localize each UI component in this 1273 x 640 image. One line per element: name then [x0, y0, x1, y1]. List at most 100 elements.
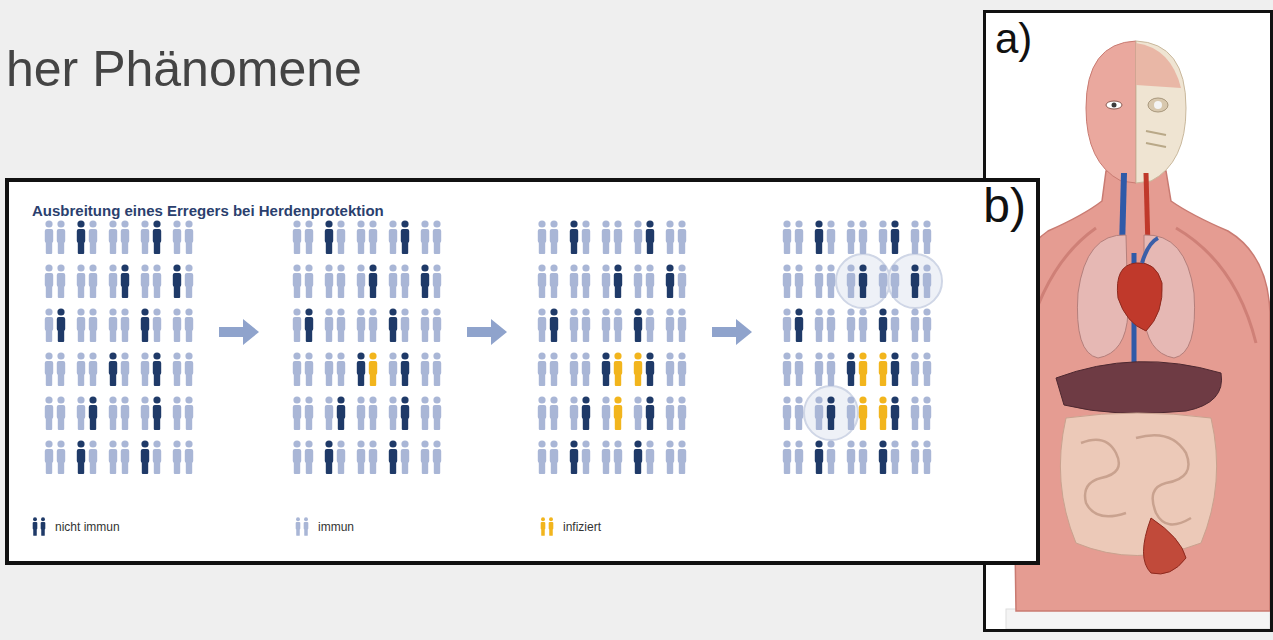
person-body: [859, 229, 867, 243]
people-group: [45, 220, 193, 474]
person-body: [815, 273, 823, 287]
person-head: [859, 220, 866, 227]
person-legs: [41, 529, 45, 536]
person-legs: [390, 462, 396, 474]
person-head: [614, 264, 621, 271]
person-body: [369, 229, 377, 243]
person-head: [45, 440, 52, 447]
person-head: [77, 220, 84, 227]
person-legs: [174, 418, 180, 430]
person-legs: [615, 462, 621, 474]
person-legs: [539, 242, 545, 254]
person-head: [646, 440, 653, 447]
person-legs: [583, 242, 589, 254]
person-legs: [912, 418, 918, 430]
person-head: [859, 264, 866, 271]
person-body: [911, 317, 919, 331]
person-legs: [434, 330, 440, 342]
person-head: [401, 308, 408, 315]
person-body: [369, 317, 377, 331]
person-legs: [58, 286, 64, 298]
protection-circle: [888, 254, 942, 308]
person-body: [891, 449, 899, 463]
person-body: [121, 273, 129, 287]
step-arrow: [712, 319, 752, 345]
person-legs: [892, 286, 898, 298]
person-head: [389, 352, 396, 359]
person-legs: [615, 286, 621, 298]
person-head: [827, 352, 834, 359]
person-legs: [784, 462, 790, 474]
person-legs: [33, 529, 37, 536]
person-legs: [122, 462, 128, 474]
person-body: [678, 449, 686, 463]
person-head: [582, 440, 589, 447]
person-head: [666, 220, 673, 227]
person-legs: [78, 242, 84, 254]
person-head: [815, 440, 822, 447]
person-legs: [142, 286, 148, 298]
person-body: [859, 361, 867, 375]
person-legs: [370, 374, 376, 386]
person-body: [433, 405, 441, 419]
person-legs: [539, 418, 545, 430]
person-legs: [294, 286, 300, 298]
person-body: [582, 361, 590, 375]
person-body: [570, 273, 578, 287]
person-body: [89, 405, 97, 419]
person-body: [89, 229, 97, 243]
person-legs: [796, 286, 802, 298]
person-legs: [358, 418, 364, 430]
person-head: [879, 264, 886, 271]
person-legs: [635, 242, 641, 254]
person-legs: [154, 286, 160, 298]
person-legs: [647, 462, 653, 474]
person-body: [89, 449, 97, 463]
person-head: [401, 352, 408, 359]
person-legs: [122, 242, 128, 254]
person-legs: [880, 462, 886, 474]
person-legs: [434, 242, 440, 254]
person-body: [389, 229, 397, 243]
person-body: [550, 229, 558, 243]
panel-label: a): [995, 15, 1032, 63]
person-legs: [154, 418, 160, 430]
person-legs: [186, 330, 192, 342]
person-head: [109, 308, 116, 315]
person-legs: [816, 374, 822, 386]
person-legs: [174, 462, 180, 474]
person-body: [296, 522, 301, 530]
person-body: [369, 405, 377, 419]
person-legs: [122, 330, 128, 342]
person-body: [678, 317, 686, 331]
step-arrow: [467, 319, 507, 345]
person-legs: [816, 418, 822, 430]
person-legs: [390, 374, 396, 386]
person-head: [795, 440, 802, 447]
person-body: [923, 317, 931, 331]
person-legs: [924, 418, 930, 430]
person-head: [783, 264, 790, 271]
person-legs: [326, 462, 332, 474]
person-legs: [784, 242, 790, 254]
person-body: [550, 449, 558, 463]
person-body: [77, 449, 85, 463]
person-head: [305, 220, 312, 227]
person-head: [827, 396, 834, 403]
person-head: [325, 264, 332, 271]
person-head: [879, 352, 886, 359]
person-body: [666, 361, 674, 375]
person-legs: [647, 242, 653, 254]
person-body: [678, 229, 686, 243]
person-legs: [46, 286, 52, 298]
person-head: [614, 396, 621, 403]
person-head: [357, 396, 364, 403]
person-body: [325, 361, 333, 375]
person-body: [646, 273, 654, 287]
person-legs: [304, 529, 308, 536]
person-body: [337, 405, 345, 419]
person-body: [369, 449, 377, 463]
person-legs: [880, 374, 886, 386]
person-head: [89, 264, 96, 271]
person-head: [795, 352, 802, 359]
